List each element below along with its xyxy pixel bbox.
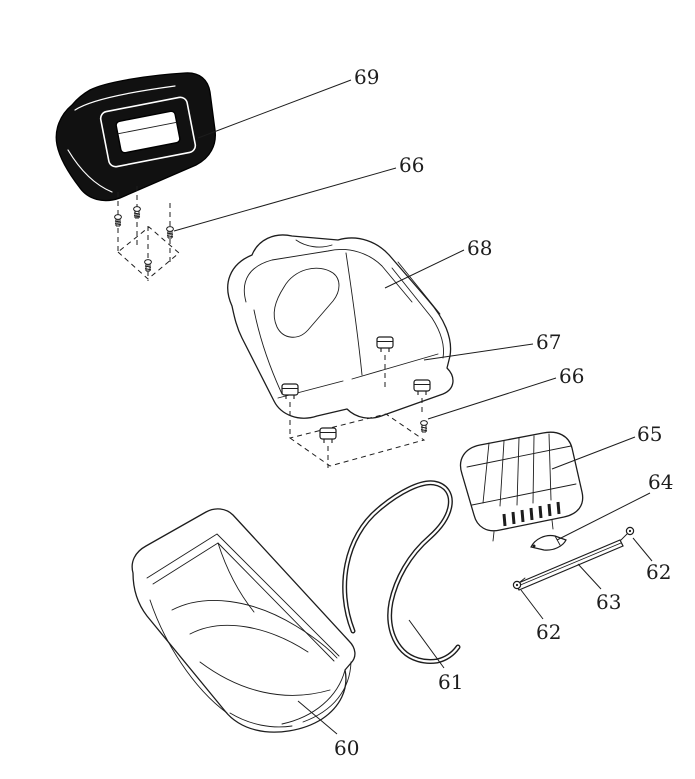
handle-slot — [99, 96, 197, 168]
part-label-66a: 66 — [399, 153, 424, 177]
clip-67-icon — [319, 427, 337, 444]
leader-line-65 — [551, 436, 636, 470]
part-label-69: 69 — [354, 65, 379, 89]
part-60-grass-bag — [131, 508, 356, 733]
pin-62-left — [512, 577, 526, 590]
leader-line-64 — [556, 492, 651, 541]
part-label-67: 67 — [536, 330, 561, 354]
clip-67-icon — [413, 379, 431, 396]
part-labels: 69 66 68 67 66 65 64 62 63 62 61 60 — [334, 65, 673, 760]
part-label-61: 61 — [438, 670, 463, 694]
part-64-clamp — [530, 534, 567, 551]
screw-66-icon — [133, 206, 141, 219]
part-label-66b: 66 — [559, 364, 584, 388]
leader-line-62b — [520, 589, 544, 620]
part-label-65: 65 — [637, 422, 662, 446]
part-label-63: 63 — [596, 590, 621, 614]
leader-line-61 — [408, 619, 445, 669]
leader-line-60 — [297, 700, 338, 735]
part-61-wire-frame — [342, 480, 461, 664]
leader-line-69 — [197, 79, 352, 139]
screw-66-icon — [420, 420, 428, 433]
part-label-64: 64 — [648, 470, 673, 494]
part-label-62b: 62 — [536, 620, 561, 644]
leader-line-67 — [423, 343, 534, 361]
leader-line-66a — [173, 167, 397, 232]
part-label-68: 68 — [467, 236, 492, 260]
leader-line-68 — [384, 249, 465, 289]
screw-group-66-upper — [114, 186, 180, 281]
clip-67-icon — [376, 336, 394, 353]
leader-line-63 — [577, 563, 602, 590]
leader-lines — [173, 79, 653, 735]
clip-group-67 — [281, 336, 431, 468]
leader-line-66b — [427, 377, 557, 420]
part-label-62a: 62 — [646, 560, 671, 584]
part-65-vent — [459, 431, 584, 542]
part-69-top-cover — [55, 72, 216, 202]
part-label-60: 60 — [334, 736, 359, 760]
leader-line-62a — [632, 537, 653, 562]
vent-teeth — [502, 501, 561, 527]
pin-62-right — [620, 526, 635, 541]
